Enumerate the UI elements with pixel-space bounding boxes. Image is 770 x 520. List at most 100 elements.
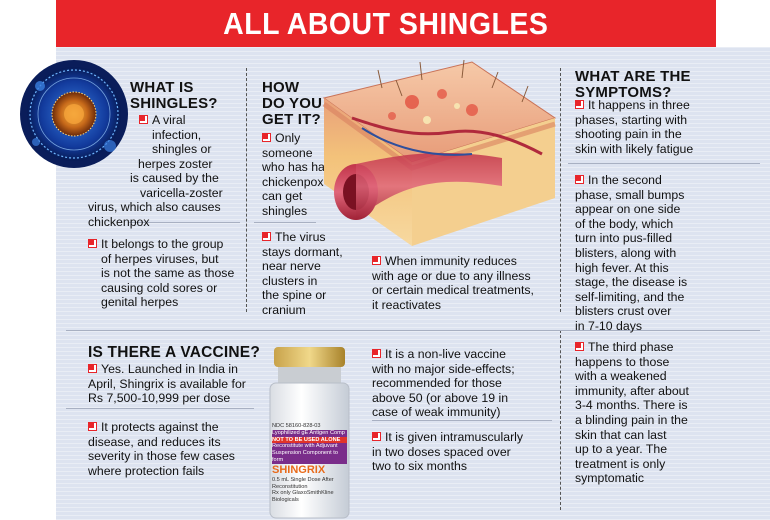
how-p1-line: someone bbox=[262, 145, 313, 160]
symptoms-p2-line: in 7-10 days bbox=[575, 318, 642, 333]
symptoms-p2-line: stage, the disease is bbox=[575, 275, 688, 290]
how-p1-line: chickenpox bbox=[262, 174, 324, 189]
what-is-p2-line: It belongs to the group bbox=[88, 237, 248, 252]
vial-label-line6: Rx only GlaxoSmithKline Biologicals bbox=[272, 490, 334, 504]
symptoms-p3-line: treatment is only bbox=[575, 456, 666, 471]
checkmark-bullet-icon bbox=[262, 232, 271, 241]
vaccine-p3-line: with no major side-effects; bbox=[372, 361, 515, 376]
vial-label-line1: Lyophilized gE Antigen Comp bbox=[272, 429, 347, 437]
symptoms-p1-line: shooting pain in the bbox=[575, 127, 682, 142]
vaccine-p1-line: April, Shingrix is available for bbox=[88, 376, 246, 391]
symptoms-p2-line: self-limiting, and the bbox=[575, 289, 685, 304]
how-p2-line: cranium bbox=[262, 302, 306, 317]
symptoms-p1-line: skin with likely fatigue bbox=[575, 141, 694, 156]
symptoms-p2-line: high fever. At this bbox=[575, 260, 669, 275]
vial-brand: SHINGRIX bbox=[272, 463, 326, 476]
checkmark-bullet-icon bbox=[575, 100, 584, 109]
how-p2-line: stays dormant, bbox=[262, 244, 343, 259]
page-title: ALL ABOUT SHINGLES bbox=[223, 5, 549, 41]
checkmark-bullet-icon bbox=[88, 239, 97, 248]
what-is-p1-line: infection, bbox=[152, 127, 202, 142]
symptoms-p2-line: blisters, along with bbox=[575, 245, 677, 260]
how-p3-line: with age or due to any illness bbox=[372, 268, 531, 283]
symptoms-p1-line: It happens in three bbox=[575, 98, 755, 113]
how-paragraph-3: When immunity reduces with age or due to… bbox=[372, 254, 560, 312]
symptoms-p3-line: happens to those bbox=[575, 354, 670, 369]
what-is-heading-line2: SHINGLES? bbox=[130, 95, 218, 112]
what-is-heading-line1: WHAT IS bbox=[130, 79, 194, 96]
vial-label-line5: 0.5 mL Single Dose After Reconstitution bbox=[272, 476, 334, 490]
symptoms-heading-line: WHAT ARE THE bbox=[575, 68, 691, 85]
symptoms-paragraph-2: In the second phase, small bumps appear … bbox=[575, 173, 755, 334]
how-paragraph-1: Only someone who has had chickenpox can … bbox=[262, 131, 342, 219]
vial-label-line4: Suspension Component to form bbox=[272, 450, 347, 464]
what-is-paragraph-1: A viral infection, shingles or herpes zo… bbox=[130, 113, 242, 201]
what-is-p1-line: varicella-zoster bbox=[140, 185, 223, 200]
what-is-p1-line: virus, which also causes bbox=[88, 200, 221, 214]
vaccine-paragraph-1: Yes. Launched in India in April, Shingri… bbox=[88, 362, 264, 406]
what-is-p1-line: herpes zoster bbox=[138, 156, 213, 171]
divider-1 bbox=[246, 68, 247, 312]
vaccine-p3-line: recommended for those bbox=[372, 376, 502, 391]
vaccine-p2-line: severity in those few cases bbox=[88, 449, 235, 464]
skin-cross-section-illustration bbox=[322, 59, 557, 246]
vaccine-p3-line: above 50 (or above 19 in bbox=[372, 390, 509, 405]
symptoms-p3-line: with a weakened bbox=[575, 369, 667, 384]
divider-h1 bbox=[128, 222, 240, 223]
vaccine-p2-line: disease, and reduces its bbox=[88, 434, 221, 449]
what-is-p2-line: genital herpes bbox=[101, 295, 179, 310]
symptoms-p3-line: skin that can last bbox=[575, 427, 667, 442]
symptoms-p3-line: up to a year. The bbox=[575, 442, 668, 457]
vaccine-p1-line: Yes. Launched in India in bbox=[88, 362, 264, 377]
how-p1-line: Only bbox=[262, 131, 342, 146]
vaccine-paragraph-3: It is a non-live vaccine with no major s… bbox=[372, 347, 558, 420]
symptoms-p3-line: symptomatic bbox=[575, 471, 645, 486]
what-is-p2-line: causing cold sores or bbox=[101, 280, 218, 295]
symptoms-paragraph-3: The third phase happens to those with a … bbox=[575, 340, 755, 486]
symptoms-heading-line: SYMPTOMS? bbox=[575, 84, 672, 101]
symptoms-p2-line: blisters crust over bbox=[575, 304, 672, 319]
divider-2 bbox=[560, 68, 561, 312]
what-is-paragraph-2: It belongs to the group of herpes viruse… bbox=[88, 237, 248, 310]
vaccine-p3-line: It is a non-live vaccine bbox=[372, 347, 558, 362]
vaccine-p1-line: Rs 7,500-10,999 per dose bbox=[88, 391, 231, 406]
checkmark-bullet-icon bbox=[139, 115, 148, 124]
vaccine-vial-illustration: NDC 58160-828-03 Lyophilized gE Antigen … bbox=[262, 345, 357, 520]
symptoms-p2-line: phase, small bumps bbox=[575, 187, 685, 202]
title-banner: ALL ABOUT SHINGLES bbox=[56, 0, 716, 47]
symptoms-p1-line: phases, starting with bbox=[575, 112, 688, 127]
symptoms-p2-line: In the second bbox=[575, 173, 755, 188]
symptoms-heading: WHAT ARE THE SYMPTOMS? bbox=[575, 69, 691, 101]
checkmark-bullet-icon bbox=[372, 349, 381, 358]
how-p1-line: who has had bbox=[262, 160, 332, 175]
how-heading-line: DO YOU bbox=[262, 95, 323, 112]
how-p2-line: the spine or bbox=[262, 288, 327, 303]
how-heading-line: HOW bbox=[262, 79, 300, 96]
how-p3-line: it reactivates bbox=[372, 297, 442, 312]
checkmark-bullet-icon bbox=[575, 175, 584, 184]
symptoms-p3-line: a blinding pain in the bbox=[575, 412, 688, 427]
virus-illustration bbox=[20, 60, 128, 168]
vial-label-line3: Reconstitute with Adjuvant bbox=[272, 443, 347, 451]
how-p1-line: shingles bbox=[262, 203, 308, 218]
vial-label-line2: NOT TO BE USED ALONE bbox=[272, 436, 347, 444]
what-is-paragraph-1-tail: virus, which also causes chickenpox bbox=[88, 200, 248, 229]
checkmark-bullet-icon bbox=[372, 256, 381, 265]
symptoms-p3-line: The third phase bbox=[575, 340, 755, 355]
what-is-p2-line: of herpes viruses, but bbox=[101, 251, 219, 266]
how-p2-line: near nerve bbox=[262, 259, 321, 274]
vaccine-p4-line: two to six months bbox=[372, 459, 467, 474]
divider-h4 bbox=[568, 163, 760, 164]
symptoms-p2-line: appear on one side bbox=[575, 202, 681, 217]
divider-h2 bbox=[254, 222, 316, 223]
symptoms-paragraph-1: It happens in three phases, starting wit… bbox=[575, 98, 755, 156]
checkmark-bullet-icon bbox=[88, 364, 97, 373]
what-is-p1-line: chickenpox bbox=[88, 214, 150, 229]
divider-h6 bbox=[66, 408, 254, 409]
how-p3-line: When immunity reduces bbox=[372, 254, 560, 269]
symptoms-p2-line: of the body, which bbox=[575, 216, 674, 231]
how-p2-line: clusters in bbox=[262, 273, 318, 288]
checkmark-bullet-icon bbox=[372, 432, 381, 441]
how-p2-line: The virus bbox=[262, 230, 352, 245]
how-paragraph-2: The virus stays dormant, near nerve clus… bbox=[262, 230, 352, 318]
